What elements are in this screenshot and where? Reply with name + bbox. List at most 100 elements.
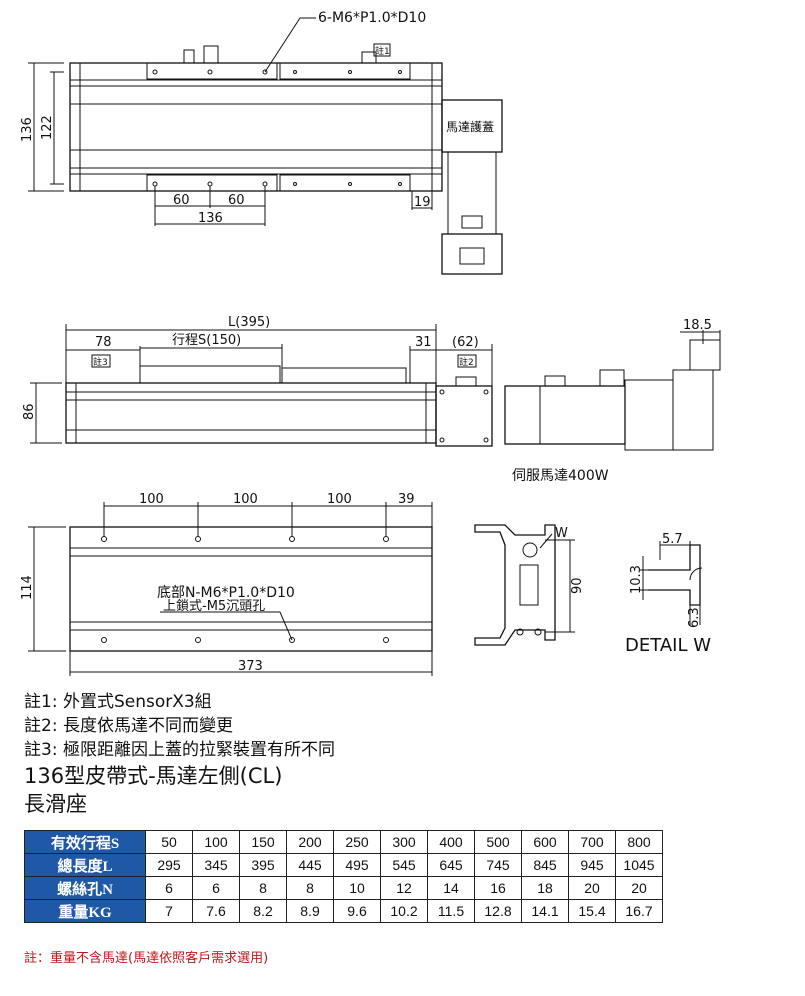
dim-90: 90: [570, 577, 585, 594]
dim-100-a: 100: [139, 492, 164, 507]
table-cell: 12: [380, 876, 428, 900]
table-cell: 445: [286, 853, 334, 877]
table-cell: 345: [192, 853, 240, 877]
table-cell: 9.6: [333, 899, 381, 923]
dim-60-a: 60: [173, 193, 190, 208]
dim-136: 136: [20, 117, 35, 142]
table-cell: 6: [192, 876, 240, 900]
table-cell: 300: [380, 830, 428, 854]
table-cell: 7: [145, 899, 193, 923]
table-cell: 400: [427, 830, 475, 854]
table-cell: 745: [474, 853, 522, 877]
table-cell: 20: [615, 876, 663, 900]
table-cell: 15.4: [568, 899, 616, 923]
note2-tag: 註2: [459, 356, 474, 368]
table-cell: 545: [380, 853, 428, 877]
dim-373: 373: [238, 659, 263, 674]
row-header-weight: 重量KG: [24, 899, 146, 923]
product-title: 136型皮帶式-馬達左側(CL) 長滑座: [24, 762, 282, 818]
notes-list: 註1: 外置式SensorX3組 註2: 長度依馬達不同而變更 註3: 極限距離…: [24, 690, 335, 762]
dim-100-b: 100: [233, 492, 258, 507]
note1-tag: 註1: [375, 45, 390, 57]
title-line-2: 長滑座: [24, 792, 87, 816]
table-cell: 50: [145, 830, 193, 854]
table-cell: 150: [239, 830, 287, 854]
table-cell: 495: [333, 853, 381, 877]
title-line-1: 136型皮帶式-馬達左側(CL): [24, 764, 283, 788]
table-cell: 11.5: [427, 899, 475, 923]
table-cell: 8.2: [239, 899, 287, 923]
table-cell: 100: [192, 830, 240, 854]
spec-table: 有效行程S 50 100 150 200 250 300 400 500 600…: [24, 830, 663, 923]
dim-39: 39: [398, 492, 415, 507]
table-cell: 600: [521, 830, 569, 854]
dim-5-7: 5.7: [662, 532, 683, 547]
table-cell: 700: [568, 830, 616, 854]
top-view: [28, 17, 503, 275]
table-cell: 295: [145, 853, 193, 877]
table-cell: 1045: [615, 853, 663, 877]
table-cell: 20: [568, 876, 616, 900]
servo-motor-label: 伺服馬達400W: [512, 468, 609, 484]
dim-6-3: 6.3: [687, 607, 702, 628]
row-header-stroke: 有效行程S: [24, 830, 146, 854]
table-cell: 8.9: [286, 899, 334, 923]
bottom-view: [28, 502, 433, 676]
table-cell: 8: [286, 876, 334, 900]
note-3: 註3: 極限距離因上蓋的拉緊裝置有所不同: [24, 740, 335, 760]
bottom-callout-holes: 底部N-M6*P1.0*D10: [157, 585, 295, 601]
row-header-length: 總長度L: [24, 853, 146, 877]
dim-62: (62): [452, 335, 479, 350]
detail-w: [640, 541, 703, 625]
dim-31: 31: [415, 335, 432, 350]
dim-18-5: 18.5: [683, 318, 712, 333]
cross-section: [474, 524, 575, 646]
dim-136-bottom: 136: [198, 211, 223, 226]
note3-tag: 註3: [93, 356, 108, 368]
dim-86: 86: [22, 403, 37, 420]
table-cell: 14.1: [521, 899, 569, 923]
bottom-callout-counterbore: 上鎖式-M5沉頭孔: [163, 598, 265, 614]
note-1: 註1: 外置式SensorX3組: [24, 692, 212, 712]
dim-19: 19: [414, 195, 431, 210]
note-2: 註2: 長度依馬達不同而變更: [24, 716, 233, 736]
table-cell: 800: [615, 830, 663, 854]
table-cell: 10.2: [380, 899, 428, 923]
dim-stroke: 行程S(150): [172, 333, 241, 348]
table-cell: 12.8: [474, 899, 522, 923]
table-cell: 645: [427, 853, 475, 877]
table-cell: 845: [521, 853, 569, 877]
table-cell: 200: [286, 830, 334, 854]
table-cell: 945: [568, 853, 616, 877]
callout-top-holes: 6-M6*P1.0*D10: [318, 10, 426, 26]
w-mark: W: [555, 526, 568, 541]
table-row: 螺絲孔N 6 6 8 8 10 12 14 16 18 20 20: [24, 876, 663, 900]
table-cell: 14: [427, 876, 475, 900]
table-cell: 250: [333, 830, 381, 854]
row-header-holes: 螺絲孔N: [24, 876, 146, 900]
technical-drawing: 6-M6*P1.0*D10 註1 馬達護蓋 136 122 60 60 136 …: [20, 10, 721, 676]
table-cell: 6: [145, 876, 193, 900]
dim-78: 78: [95, 335, 112, 350]
table-row: 重量KG 7 7.6 8.2 8.9 9.6 10.2 11.5 12.8 14…: [24, 899, 663, 923]
table-cell: 500: [474, 830, 522, 854]
dim-100-c: 100: [327, 492, 352, 507]
dim-122: 122: [40, 115, 55, 140]
table-cell: 7.6: [192, 899, 240, 923]
table-cell: 10: [333, 876, 381, 900]
weight-footnote: 註：重量不含馬達(馬達依照客戶需求選用): [24, 951, 269, 966]
table-row: 總長度L 295 345 395 445 495 545 645 745 845…: [24, 853, 663, 877]
detail-w-label: DETAIL W: [625, 635, 711, 656]
table-row: 有效行程S 50 100 150 200 250 300 400 500 600…: [24, 830, 663, 854]
side-view: [30, 324, 721, 451]
table-cell: 395: [239, 853, 287, 877]
table-cell: 16: [474, 876, 522, 900]
table-cell: 8: [239, 876, 287, 900]
dim-10-3: 10.3: [629, 565, 644, 594]
motor-cover-label: 馬達護蓋: [446, 119, 494, 134]
dim-length: L(395): [228, 315, 270, 330]
table-cell: 18: [521, 876, 569, 900]
dim-60-b: 60: [228, 193, 245, 208]
table-cell: 16.7: [615, 899, 663, 923]
dim-114: 114: [20, 575, 35, 600]
